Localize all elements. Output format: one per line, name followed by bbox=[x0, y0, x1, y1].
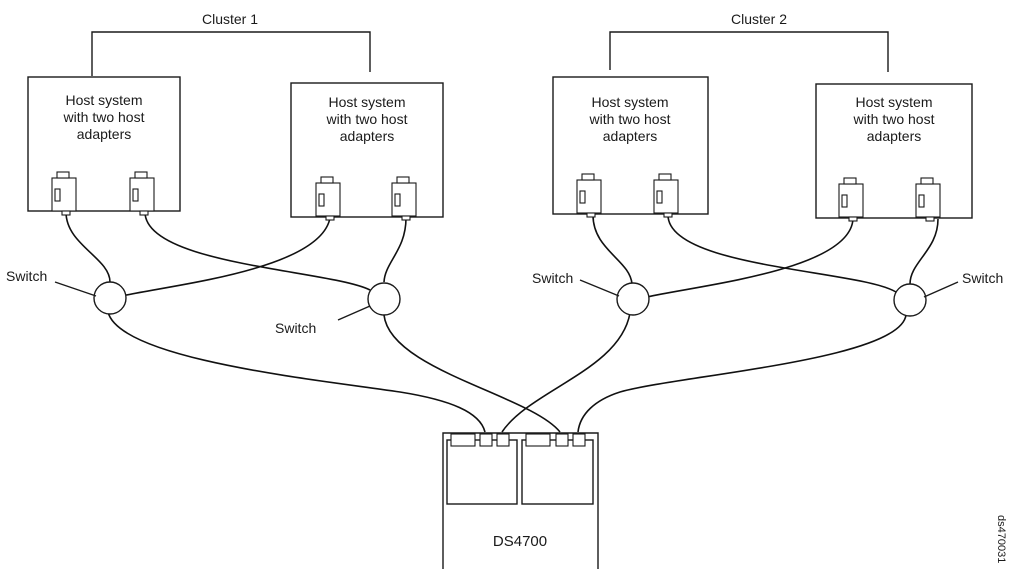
host-adapter-icon bbox=[315, 176, 341, 221]
host-system-1: Host system with two host adapters bbox=[27, 76, 181, 216]
controller-b-port bbox=[525, 433, 551, 447]
controller-a-port bbox=[496, 433, 510, 447]
host-2-line-1: Host system bbox=[328, 94, 405, 110]
host-adapter-icon bbox=[391, 176, 417, 221]
host-1-line-3: adapters bbox=[77, 126, 131, 142]
switch-3-label: Switch bbox=[532, 270, 573, 286]
switch-2: Switch bbox=[275, 282, 401, 336]
cluster-2-label: Cluster 2 bbox=[731, 11, 787, 27]
switch-2-icon bbox=[367, 282, 401, 316]
cable-host4-b-to-switch4 bbox=[909, 218, 939, 285]
controller-a-port bbox=[479, 433, 493, 447]
cluster-1-bracket bbox=[91, 31, 371, 76]
switch-3-leader bbox=[579, 279, 620, 297]
host-2-line-2: with two host bbox=[326, 111, 408, 127]
ds4700-storage: DS4700 bbox=[442, 432, 599, 569]
host-adapter-icon bbox=[51, 171, 77, 216]
host-system-4: Host system with two host adapters bbox=[815, 83, 973, 222]
switch-2-label: Switch bbox=[275, 320, 316, 336]
switch-4-leader bbox=[923, 281, 959, 298]
cable-host3-a-to-switch3 bbox=[592, 214, 633, 285]
ds4700-chassis bbox=[442, 432, 599, 569]
cluster-2-group: Cluster 2 bbox=[609, 11, 889, 72]
controller-b bbox=[521, 439, 594, 505]
switch-2-leader bbox=[337, 305, 371, 321]
cable-host3-b-to-switch4 bbox=[667, 214, 897, 293]
host-adapter-icon bbox=[838, 177, 864, 222]
cluster-1-label: Cluster 1 bbox=[202, 11, 258, 27]
cable-host1-b-to-switch2 bbox=[144, 211, 371, 291]
host-adapter-icon bbox=[653, 173, 679, 218]
host-1-line-1: Host system bbox=[65, 92, 142, 108]
controller-a-port bbox=[450, 433, 476, 447]
cable-host1-a-to-switch1 bbox=[65, 211, 111, 283]
ds4700-label: DS4700 bbox=[493, 533, 547, 550]
host-4-line-2: with two host bbox=[853, 111, 935, 127]
host-3-line-3: adapters bbox=[603, 128, 657, 144]
switch-to-storage-cables bbox=[107, 311, 907, 433]
host-adapter-icon bbox=[129, 171, 155, 216]
host-4-line-3: adapters bbox=[867, 128, 921, 144]
figure-id: ds470031 bbox=[995, 515, 1007, 563]
host-system-2: Host system with two host adapters bbox=[290, 82, 444, 221]
switch-4-label: Switch bbox=[962, 270, 1003, 286]
cluster-2-bracket bbox=[609, 31, 889, 72]
switch-1-label: Switch bbox=[6, 268, 47, 284]
switch-1: Switch bbox=[6, 268, 127, 315]
controller-a bbox=[446, 439, 518, 505]
host-adapter-icon bbox=[576, 173, 602, 218]
switch-4: Switch bbox=[893, 270, 1003, 317]
switch-4-icon bbox=[893, 283, 927, 317]
switch-1-icon bbox=[93, 281, 127, 315]
cable-switch2-to-storage bbox=[383, 314, 561, 433]
cable-switch4-to-storage bbox=[577, 314, 907, 433]
cable-host4-a-to-switch3 bbox=[646, 218, 854, 298]
switch-1-leader bbox=[54, 281, 97, 297]
controller-b-port bbox=[555, 433, 569, 447]
cable-switch3-to-storage bbox=[501, 312, 631, 433]
host-system-3: Host system with two host adapters bbox=[552, 76, 709, 218]
host-to-switch-cables bbox=[65, 211, 939, 298]
cable-host2-a-to-switch1 bbox=[121, 217, 331, 297]
host-1-line-2: with two host bbox=[63, 109, 145, 125]
cluster-1-group: Cluster 1 bbox=[91, 11, 371, 76]
switch-3: Switch bbox=[532, 270, 650, 316]
cable-switch1-to-storage bbox=[107, 311, 486, 433]
switch-3-icon bbox=[616, 282, 650, 316]
host-3-line-2: with two host bbox=[589, 111, 671, 127]
cable-host2-b-to-switch2 bbox=[383, 217, 407, 283]
host-3-line-1: Host system bbox=[591, 94, 668, 110]
controller-b-port bbox=[572, 433, 586, 447]
host-adapter-icon bbox=[915, 177, 941, 222]
host-2-line-3: adapters bbox=[340, 128, 394, 144]
host-4-line-1: Host system bbox=[855, 94, 932, 110]
